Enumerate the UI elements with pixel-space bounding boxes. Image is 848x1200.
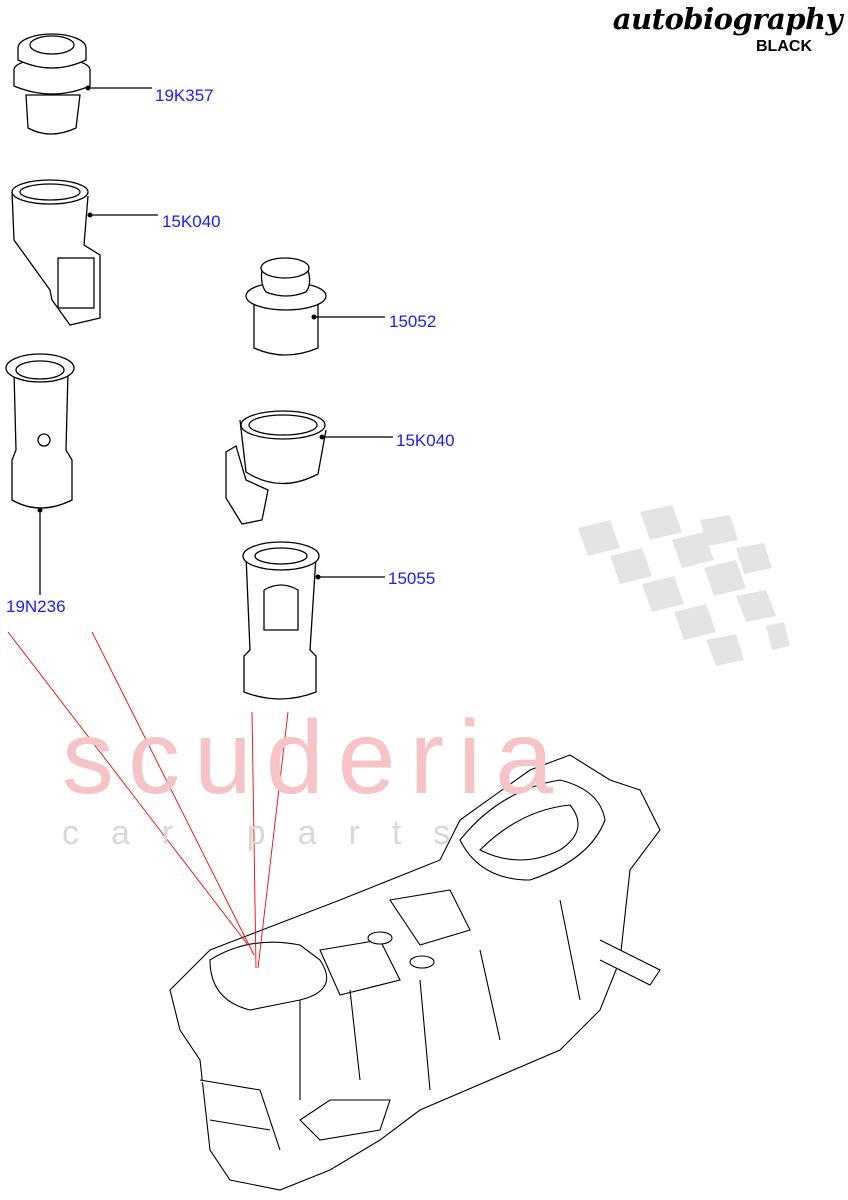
- callout-15052[interactable]: 15052: [389, 312, 437, 331]
- watermark-tagline: car parts: [62, 814, 483, 852]
- part-15K040-a: [11, 179, 101, 326]
- callout-15K040-b[interactable]: 15K040: [396, 431, 455, 450]
- location-lines: [7, 631, 289, 969]
- callout-15055[interactable]: 15055: [388, 569, 436, 588]
- model-subtitle: BLACK: [756, 38, 812, 55]
- leader-dots: [37, 85, 325, 580]
- part-15052: [245, 257, 327, 356]
- watermark-brand: scuderia: [62, 700, 568, 816]
- leader-lines: [39, 87, 393, 595]
- part-19N236: [5, 353, 75, 509]
- part-19K357: [13, 33, 91, 135]
- part-15K040-b: [225, 410, 327, 525]
- checkered-flag-watermark: [578, 505, 790, 666]
- callout-15K040-a[interactable]: 15K040: [162, 212, 221, 231]
- model-title: autobiography: [612, 2, 843, 36]
- part-15055: [242, 541, 320, 700]
- callout-19K357[interactable]: 19K357: [155, 86, 214, 105]
- callout-19N236[interactable]: 19N236: [6, 597, 66, 616]
- part-center-console: [169, 754, 661, 1191]
